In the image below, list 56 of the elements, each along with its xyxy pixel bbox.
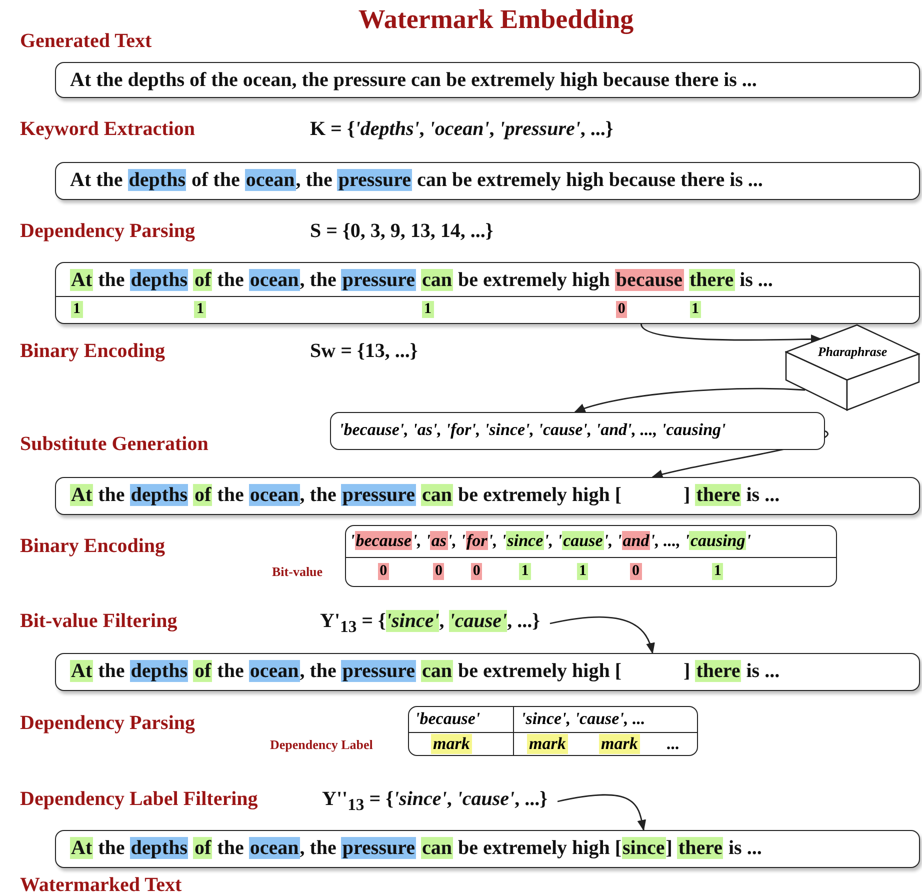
arrow bbox=[640, 324, 822, 344]
formula: Sw = {13, ...} bbox=[310, 340, 418, 363]
text-box bbox=[55, 62, 920, 98]
text-box bbox=[55, 653, 920, 691]
formula: Y'$_{13}$ = {'since', 'cause', ...} bbox=[320, 610, 540, 637]
bit-value: 1 bbox=[712, 563, 724, 580]
sentence: At the depths of the ocean, the pressure can be extremely high because there is ... bbox=[70, 69, 757, 92]
step-title: Dependency Parsing bbox=[20, 712, 195, 735]
table-cell: 'because' bbox=[415, 709, 480, 729]
step-title: Binary Encoding bbox=[20, 340, 166, 363]
step-title: Generated Text bbox=[20, 30, 152, 53]
row-label: Bit-value bbox=[272, 564, 323, 580]
bit-table bbox=[345, 525, 837, 587]
arrow bbox=[574, 388, 806, 413]
table-cell: ... bbox=[667, 734, 680, 754]
bit-value: 0 bbox=[470, 563, 482, 580]
step-title: Substitute Generation bbox=[20, 433, 208, 456]
formula: K = {'depths', 'ocean', 'pressure', ...} bbox=[310, 118, 614, 141]
sentence: At the depths of the ocean, the pressure can be extremely high because there is ... bbox=[70, 269, 773, 292]
arrow bbox=[557, 794, 646, 832]
label-table bbox=[408, 706, 698, 756]
step-title: Binary Encoding bbox=[20, 535, 166, 558]
bit-value: 0 bbox=[616, 301, 628, 318]
bit-value: 1 bbox=[519, 563, 531, 580]
step-title: Dependency Label Filtering bbox=[20, 788, 258, 811]
bit-value: 1 bbox=[576, 563, 588, 580]
row-label: Dependency Label bbox=[270, 737, 373, 753]
bit-value: 0 bbox=[630, 563, 642, 580]
sentence: At the depths of the ocean, the pressure can be extremely high because there is ... bbox=[70, 169, 763, 192]
bit-value: 0 bbox=[378, 563, 390, 580]
sentence: At the depths of the ocean, the pressure can be extremely high [ ] there is ... bbox=[70, 484, 780, 507]
table-cell: mark bbox=[431, 734, 472, 754]
table-cell: 'since', 'cause', ... bbox=[521, 709, 646, 729]
bit-value: 0 bbox=[432, 563, 444, 580]
bit-value: 1 bbox=[194, 301, 206, 318]
step-title: Watermarked Text bbox=[20, 874, 182, 896]
sentence: At the depths of the ocean, the pressure can be extremely high [since] there is ... bbox=[70, 837, 762, 860]
bit-value: 1 bbox=[690, 301, 702, 318]
candidate-list: 'because', 'as', 'for', 'since', 'cause', 'and', ..., 'causing' bbox=[339, 420, 726, 440]
candidate-list: 'because', 'as', 'for', 'since', 'cause', 'and', ..., 'causing' bbox=[350, 531, 751, 551]
bit-value: 1 bbox=[71, 301, 82, 318]
diagram-title: Watermark Embedding bbox=[357, 4, 635, 35]
formula: S = {0, 3, 9, 13, 14, ...} bbox=[310, 220, 494, 243]
process-label: Pharaphrase bbox=[816, 344, 888, 360]
step-title: Bit-value Filtering bbox=[20, 610, 178, 633]
table-cell: mark bbox=[527, 734, 568, 754]
bit-value: 1 bbox=[422, 301, 434, 318]
sentence: At the depths of the ocean, the pressure can be extremely high [ ] there is ... bbox=[70, 660, 780, 683]
formula: Y''$_{13}$ = {'since', 'cause', ...} bbox=[322, 788, 548, 815]
step-title: Dependency Parsing bbox=[20, 220, 195, 243]
text-box bbox=[55, 830, 920, 868]
arrow bbox=[550, 616, 654, 654]
step-title: Keyword Extraction bbox=[20, 118, 195, 141]
text-box bbox=[55, 162, 920, 200]
table-cell: mark bbox=[599, 734, 640, 754]
text-box bbox=[55, 477, 920, 515]
